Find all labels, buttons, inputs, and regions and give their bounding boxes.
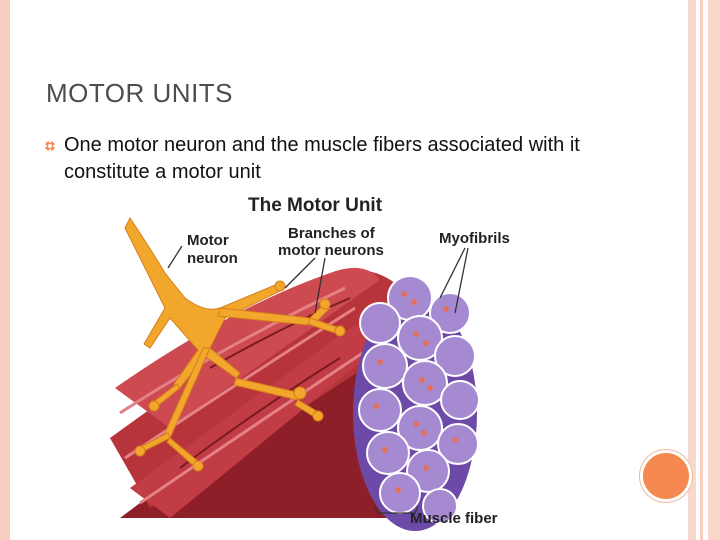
motor-neuron — [124, 217, 346, 472]
orange-circle-decoration — [640, 450, 692, 502]
motor-unit-illustration — [110, 217, 480, 531]
flower-bullet-icon — [44, 140, 56, 152]
right-border-decoration — [686, 0, 720, 540]
left-border-decoration — [0, 0, 10, 540]
motor-unit-diagram: The Motor Unit Motor neuron Branches of … — [110, 188, 540, 533]
diagram-heading: The Motor Unit — [248, 195, 383, 216]
label-myofibrils: Myofibrils — [439, 230, 510, 247]
leader-lines — [167, 245, 469, 514]
label-branches-line2: motor neurons — [278, 242, 384, 259]
slide-title: MOTOR UNITS — [46, 78, 234, 108]
bullet-text: One motor neuron and the muscle fibers a… — [64, 134, 580, 183]
myofibril-cross-section — [353, 275, 480, 531]
label-motor-neuron-line2: neuron — [187, 250, 238, 267]
label-muscle-fiber: Muscle fiber — [410, 510, 498, 527]
label-motor-neuron-line1: Motor — [187, 232, 229, 249]
label-branches-line1: Branches of — [288, 225, 375, 242]
